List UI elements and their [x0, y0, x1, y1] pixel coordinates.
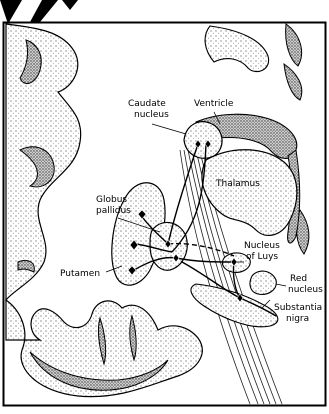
label-red-1: Red [290, 274, 307, 284]
corner-mark-mid [30, 0, 58, 22]
right-sulcus-2 [284, 64, 302, 100]
right-cortex-fragment-1 [205, 26, 269, 72]
label-putamen: Putamen [60, 269, 100, 279]
label-luys-2: of Luys [246, 252, 278, 262]
corner-mark-right [62, 0, 78, 10]
right-sulcus-1 [286, 24, 302, 66]
red-nucleus-shape [250, 271, 276, 294]
label-red-2: nucleus [288, 285, 323, 295]
caudate-nucleus-shape [184, 122, 222, 159]
label-globus-2: pallidus [96, 206, 131, 216]
label-nigra-1: Substantia [274, 303, 322, 313]
label-nigra-2: nigra [286, 314, 309, 324]
label-luys-1: Nucleus [244, 241, 280, 251]
label-caudate-2: nucleus [134, 110, 169, 120]
label-thalamus: Thalamus [215, 179, 260, 189]
label-globus-1: Globus [96, 195, 127, 205]
thalamus-shape [202, 150, 297, 236]
label-caudate-1: Caudate [128, 99, 166, 109]
label-ventricle: Ventricle [194, 99, 234, 109]
corner-mark-left [0, 0, 22, 24]
